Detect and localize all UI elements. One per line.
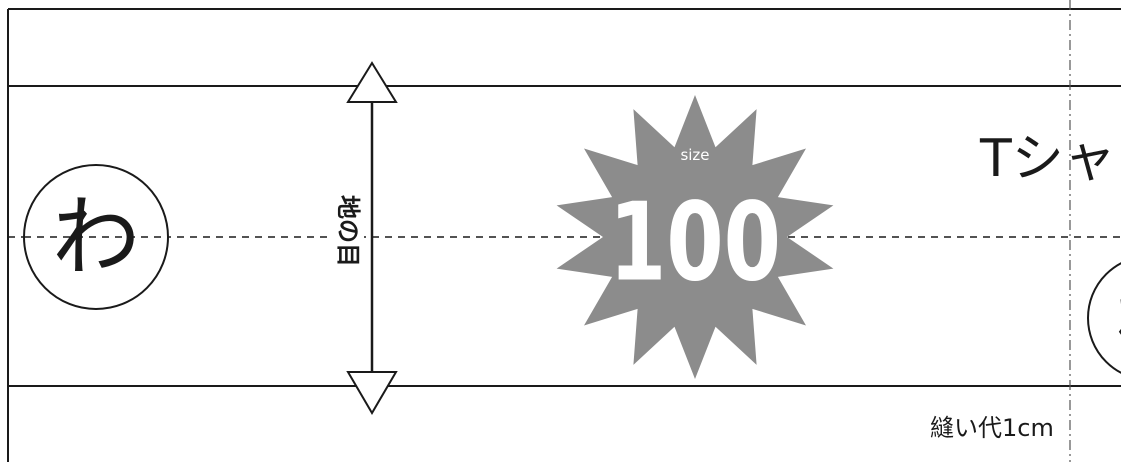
arrow-up-icon bbox=[346, 61, 398, 103]
grain-line-arrow bbox=[346, 61, 398, 415]
size-badge: size 100 bbox=[556, 95, 834, 379]
fold-mark-right: わ bbox=[1087, 262, 1121, 374]
size-badge-number: 100 bbox=[609, 181, 781, 306]
seam-allowance-label: 縫い代1cm bbox=[930, 414, 1054, 442]
arrow-down-icon bbox=[346, 371, 398, 415]
fold-mark-right-text: わ bbox=[1115, 277, 1121, 359]
grain-label: 地の目 bbox=[334, 195, 362, 267]
size-badge-prefix: size bbox=[680, 146, 709, 164]
title-partial: Tシャ bbox=[979, 129, 1116, 189]
